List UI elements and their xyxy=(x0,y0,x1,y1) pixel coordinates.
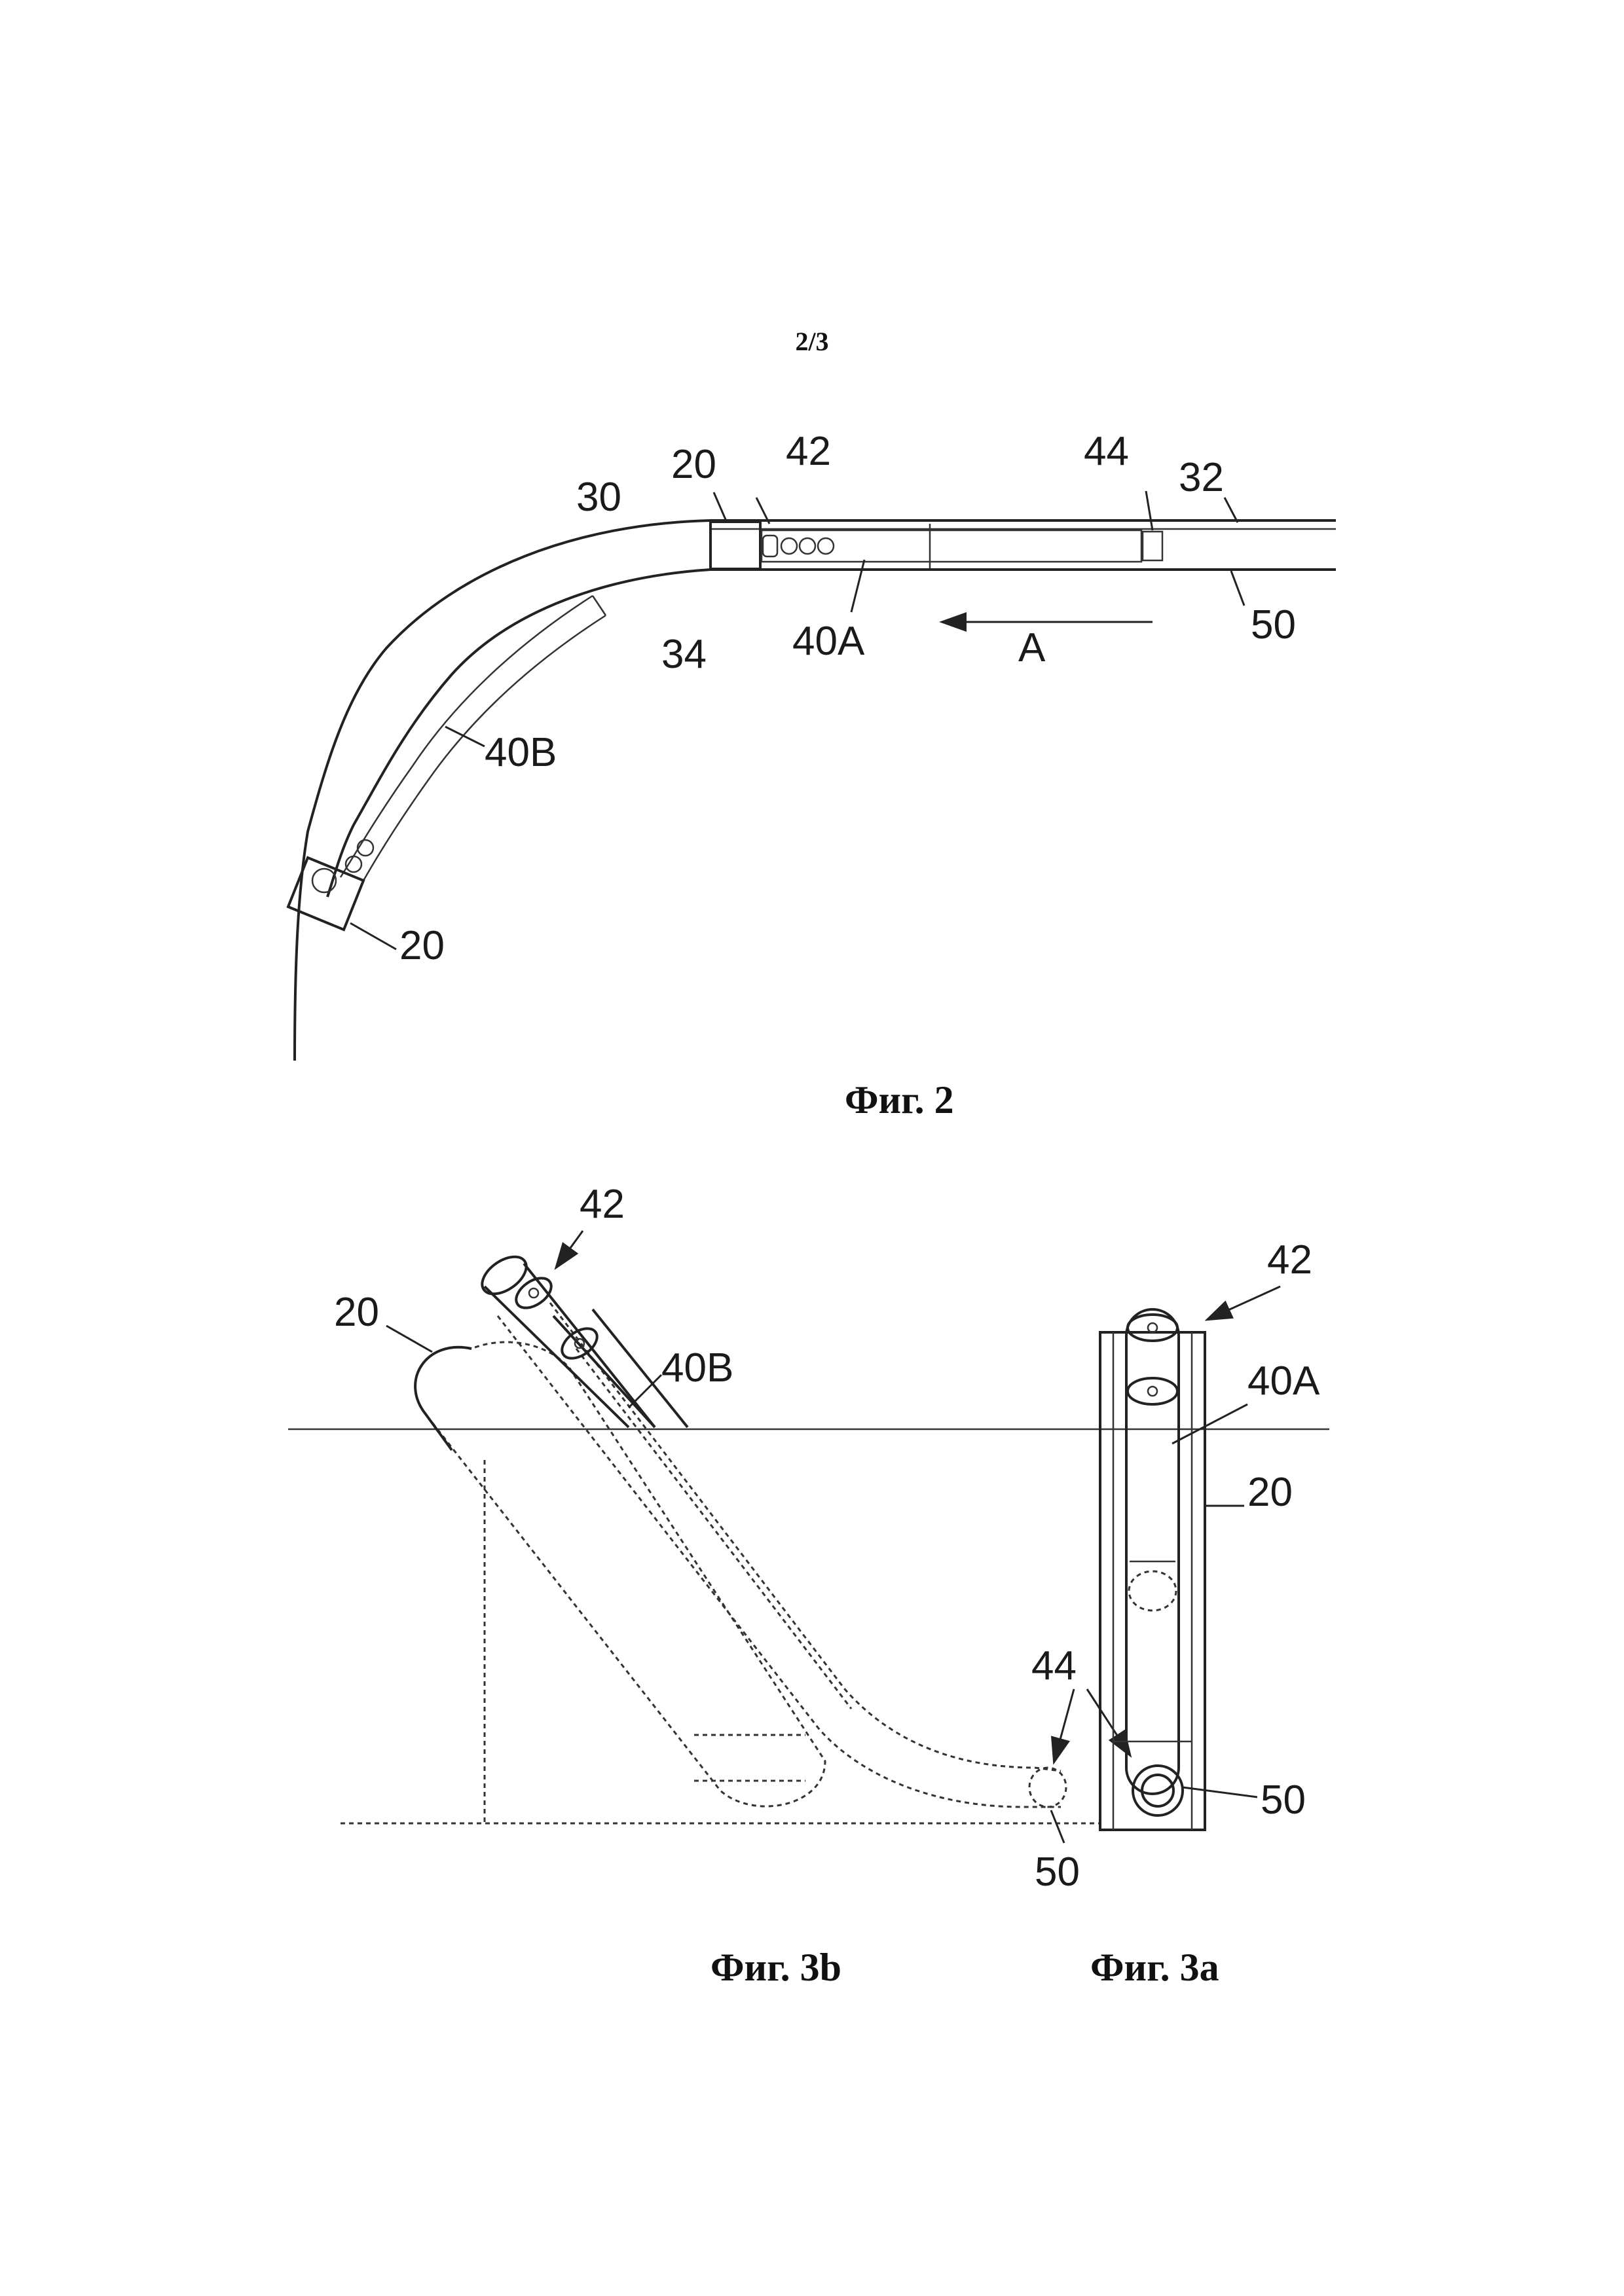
leader-32 xyxy=(1223,497,1239,523)
tube-1-edge-b xyxy=(523,1262,656,1429)
label-20-top: 20 xyxy=(671,442,716,487)
roller-50 xyxy=(1132,1764,1184,1817)
tube-40B-mid xyxy=(575,1348,853,1709)
label-3b-44: 44 xyxy=(1031,1643,1077,1688)
module-40B-inner xyxy=(362,614,606,881)
module-40A xyxy=(760,529,1143,563)
tube-40A-second-lug xyxy=(1126,1377,1179,1406)
tube-40B-upper xyxy=(496,1315,1061,1808)
curved-rail-outer xyxy=(293,519,711,1061)
leader-3b-42 xyxy=(554,1230,584,1270)
leader-40A xyxy=(850,559,866,613)
bearing-2 xyxy=(311,867,337,894)
bolt-4 xyxy=(344,855,363,873)
label-3b-50: 50 xyxy=(1035,1850,1080,1895)
tube-1-edge-a xyxy=(483,1285,630,1429)
module-40B-outer xyxy=(339,594,593,878)
carriage-20-visible xyxy=(414,1346,472,1451)
carriage-20-top xyxy=(709,520,762,570)
leader-3a-50 xyxy=(1182,1786,1258,1798)
label-40B: 40B xyxy=(485,730,557,775)
tube-40B-lower xyxy=(549,1302,1061,1772)
label-3b-40B: 40B xyxy=(661,1345,733,1391)
tube-2-edge-b xyxy=(591,1308,689,1429)
lug-1 xyxy=(515,1277,553,1309)
leader-42 xyxy=(755,497,771,524)
carriage-20-bottom xyxy=(286,856,365,932)
module-40B-end xyxy=(591,595,607,616)
leader-44 xyxy=(1145,490,1154,531)
label-32: 32 xyxy=(1179,455,1224,500)
leader-3b-50 xyxy=(1050,1810,1065,1844)
leader-3b-20 xyxy=(386,1324,433,1353)
lug-hole-1 xyxy=(528,1287,540,1299)
label-50: 50 xyxy=(1251,602,1296,647)
figure-2: 30 20 42 44 32 34 40A A 50 40B 20 Фиг. 2 xyxy=(286,429,1336,1121)
leader-50 xyxy=(1230,570,1246,606)
label-3b-42: 42 xyxy=(580,1182,625,1227)
carriage-20-frame xyxy=(1099,1331,1206,1831)
figure-3a: 42 40A 20 50 Фиг. 3a xyxy=(1090,1237,1320,1989)
page-number: 2/3 xyxy=(795,327,828,356)
figure-3b: 42 20 40B 44 50 Фиг. 3b xyxy=(288,1182,1329,1989)
tube-40A-hidden-end xyxy=(1128,1570,1177,1612)
curved-rail-inner xyxy=(326,568,711,898)
leader-20-bottom xyxy=(350,922,397,951)
label-20-bottom: 20 xyxy=(399,923,445,968)
tube-40A xyxy=(1125,1308,1180,1795)
leader-3a-42 xyxy=(1204,1285,1281,1321)
caption-figure-3a: Фиг. 3a xyxy=(1090,1946,1219,1989)
label-42: 42 xyxy=(786,429,831,474)
label-34: 34 xyxy=(661,632,707,677)
label-30: 30 xyxy=(576,475,621,520)
leader-20-top xyxy=(712,492,728,523)
label-44: 44 xyxy=(1084,429,1129,474)
carriage-20-hidden xyxy=(414,1341,826,1808)
label-3a-50: 50 xyxy=(1261,1777,1306,1823)
tube-40A-top-lug xyxy=(1126,1313,1179,1342)
end-50-hidden xyxy=(1028,1766,1067,1808)
top-lug-hole xyxy=(1147,1322,1158,1334)
label-40A: 40A xyxy=(792,619,865,664)
label-A: A xyxy=(1018,625,1046,670)
bolt-2 xyxy=(798,537,817,555)
end-block-44 xyxy=(1141,530,1164,562)
leader-3a-40A xyxy=(1172,1403,1248,1445)
bolt-5 xyxy=(356,839,375,857)
leader-40B xyxy=(445,725,485,748)
bolt-3 xyxy=(817,537,835,555)
leader-3b-40B xyxy=(627,1374,663,1409)
roller-50-hub xyxy=(1141,1774,1175,1808)
caption-figure-2: Фиг. 2 xyxy=(845,1078,954,1121)
base-block xyxy=(694,1734,805,1782)
caption-figure-3b: Фиг. 3b xyxy=(710,1946,841,1989)
label-3b-20: 20 xyxy=(334,1290,379,1335)
lug-hole-2 xyxy=(574,1338,585,1349)
label-3a-40A: 40A xyxy=(1247,1358,1320,1404)
leader-3b-44b xyxy=(1086,1688,1132,1758)
label-3a-20: 20 xyxy=(1247,1470,1293,1515)
leader-3b-44a xyxy=(1051,1688,1075,1765)
lug-2 xyxy=(561,1327,599,1360)
second-lug-hole xyxy=(1147,1385,1158,1397)
tube-1-end xyxy=(481,1255,528,1296)
bolt-1 xyxy=(780,537,798,555)
label-3a-42: 42 xyxy=(1267,1237,1312,1283)
tube-2-edge-a xyxy=(552,1315,656,1429)
bearing-1 xyxy=(762,534,779,558)
